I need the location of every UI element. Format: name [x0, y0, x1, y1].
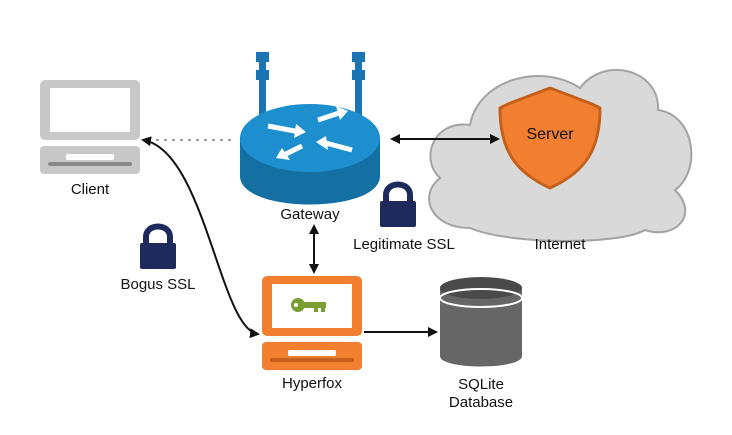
gateway-label: Gateway — [280, 206, 340, 223]
legitimate-ssl-label: Legitimate SSL — [353, 236, 455, 253]
gateway-router-icon — [240, 52, 380, 205]
client-computer-icon — [40, 80, 140, 174]
hyperfox-computer-icon — [262, 276, 362, 370]
database-cylinder-icon — [439, 277, 523, 367]
legitimate-ssl-padlock-icon — [380, 181, 416, 227]
hyperfox-key-icon — [291, 298, 326, 312]
database-label-line1: SQLite — [458, 376, 504, 393]
internet-label: Internet — [535, 236, 587, 253]
server-shield-icon — [498, 86, 602, 190]
database-label-line2: Database — [449, 394, 513, 411]
hyperfox-label: Hyperfox — [282, 375, 343, 392]
bogus-ssl-label: Bogus SSL — [120, 276, 195, 293]
client-hyperfox-bogus-arrow — [141, 136, 260, 339]
server-label: Server — [526, 126, 574, 143]
client-label: Client — [71, 181, 110, 198]
bogus-ssl-padlock-icon — [140, 223, 176, 269]
